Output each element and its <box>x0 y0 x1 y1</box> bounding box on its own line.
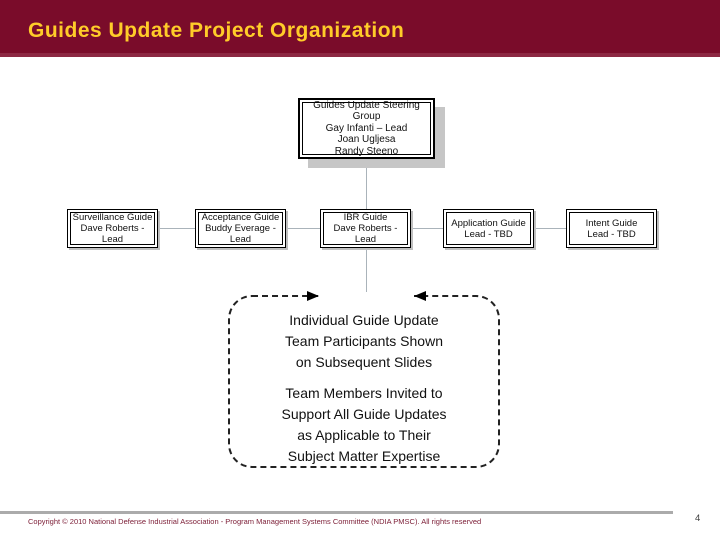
guide-box-line: Intent Guide <box>585 217 638 229</box>
page-title: Guides Update Project Organization <box>28 19 405 42</box>
note-paragraph-1: Individual Guide Update Team Participant… <box>238 310 490 373</box>
guide-box-line: Lead - TBD <box>587 228 636 240</box>
copyright-text: Copyright © 2010 National Defense Indust… <box>28 517 482 526</box>
arrow-left-icon <box>414 291 426 301</box>
guide-box-line: Lead <box>101 234 124 245</box>
guide-box-text: IBR Guide Dave Roberts - Lead <box>323 212 408 245</box>
arrow-right-icon <box>307 291 319 301</box>
note-box-top-gap <box>319 292 414 300</box>
guide-box-surveillance: Surveillance Guide Dave Roberts - Lead <box>67 209 158 248</box>
note-line: as Applicable to Their <box>297 427 431 443</box>
guide-box-line: Dave Roberts - <box>333 223 398 234</box>
guide-box-line: Application Guide <box>451 217 526 229</box>
guide-box-ibr: IBR Guide Dave Roberts - Lead <box>320 209 411 248</box>
note-paragraph-2: Team Members Invited to Support All Guid… <box>238 383 490 467</box>
guide-box-text: Surveillance Guide Dave Roberts - Lead <box>70 212 155 245</box>
guide-box-text: Acceptance Guide Buddy Everage - Lead <box>198 212 283 245</box>
steering-line: Joan Ugljesa <box>337 134 396 146</box>
guide-box-line: Dave Roberts - <box>80 223 145 234</box>
steering-line: Gay Infanti – Lead <box>325 122 408 134</box>
guide-box-line: Surveillance Guide <box>72 212 153 223</box>
steering-group-box: Guides Update Steering Group Gay Infanti… <box>298 98 435 159</box>
guide-box-line: Buddy Everage - <box>205 223 276 234</box>
note-line: on Subsequent Slides <box>295 354 433 370</box>
steering-line: Randy Steeno <box>334 145 399 157</box>
guide-box-line: Lead - TBD <box>464 228 513 240</box>
footer-divider <box>0 511 673 514</box>
note-line: Support All Guide Updates <box>281 406 447 422</box>
guide-box-application: Application Guide Lead - TBD <box>443 209 534 248</box>
steering-line: Guides Update Steering <box>313 99 420 111</box>
guide-box-line: IBR Guide <box>343 212 388 223</box>
header-bar: Guides Update Project Organization <box>0 0 720 57</box>
guide-box-line: Acceptance Guide <box>201 212 280 223</box>
guide-box-intent: Intent Guide Lead - TBD <box>566 209 657 248</box>
page-number: 4 <box>695 513 701 524</box>
header-accent-strip <box>0 53 720 57</box>
guide-box-line: Lead <box>354 234 377 245</box>
guide-box-text: Intent Guide Lead - TBD <box>569 212 654 245</box>
steering-line: Group <box>352 111 381 123</box>
steering-group-box-text: Guides Update Steering Group Gay Infanti… <box>302 99 431 157</box>
guide-box-text: Application Guide Lead - TBD <box>446 212 531 245</box>
note-line: Subject Matter Expertise <box>287 448 441 464</box>
note-line: Team Members Invited to <box>285 385 443 401</box>
guide-box-acceptance: Acceptance Guide Buddy Everage - Lead <box>195 209 286 248</box>
note-line: Individual Guide Update <box>289 312 439 328</box>
guide-box-line: Lead <box>229 234 252 245</box>
note-line: Team Participants Shown <box>285 333 443 349</box>
note-box: Individual Guide Update Team Participant… <box>228 295 500 468</box>
